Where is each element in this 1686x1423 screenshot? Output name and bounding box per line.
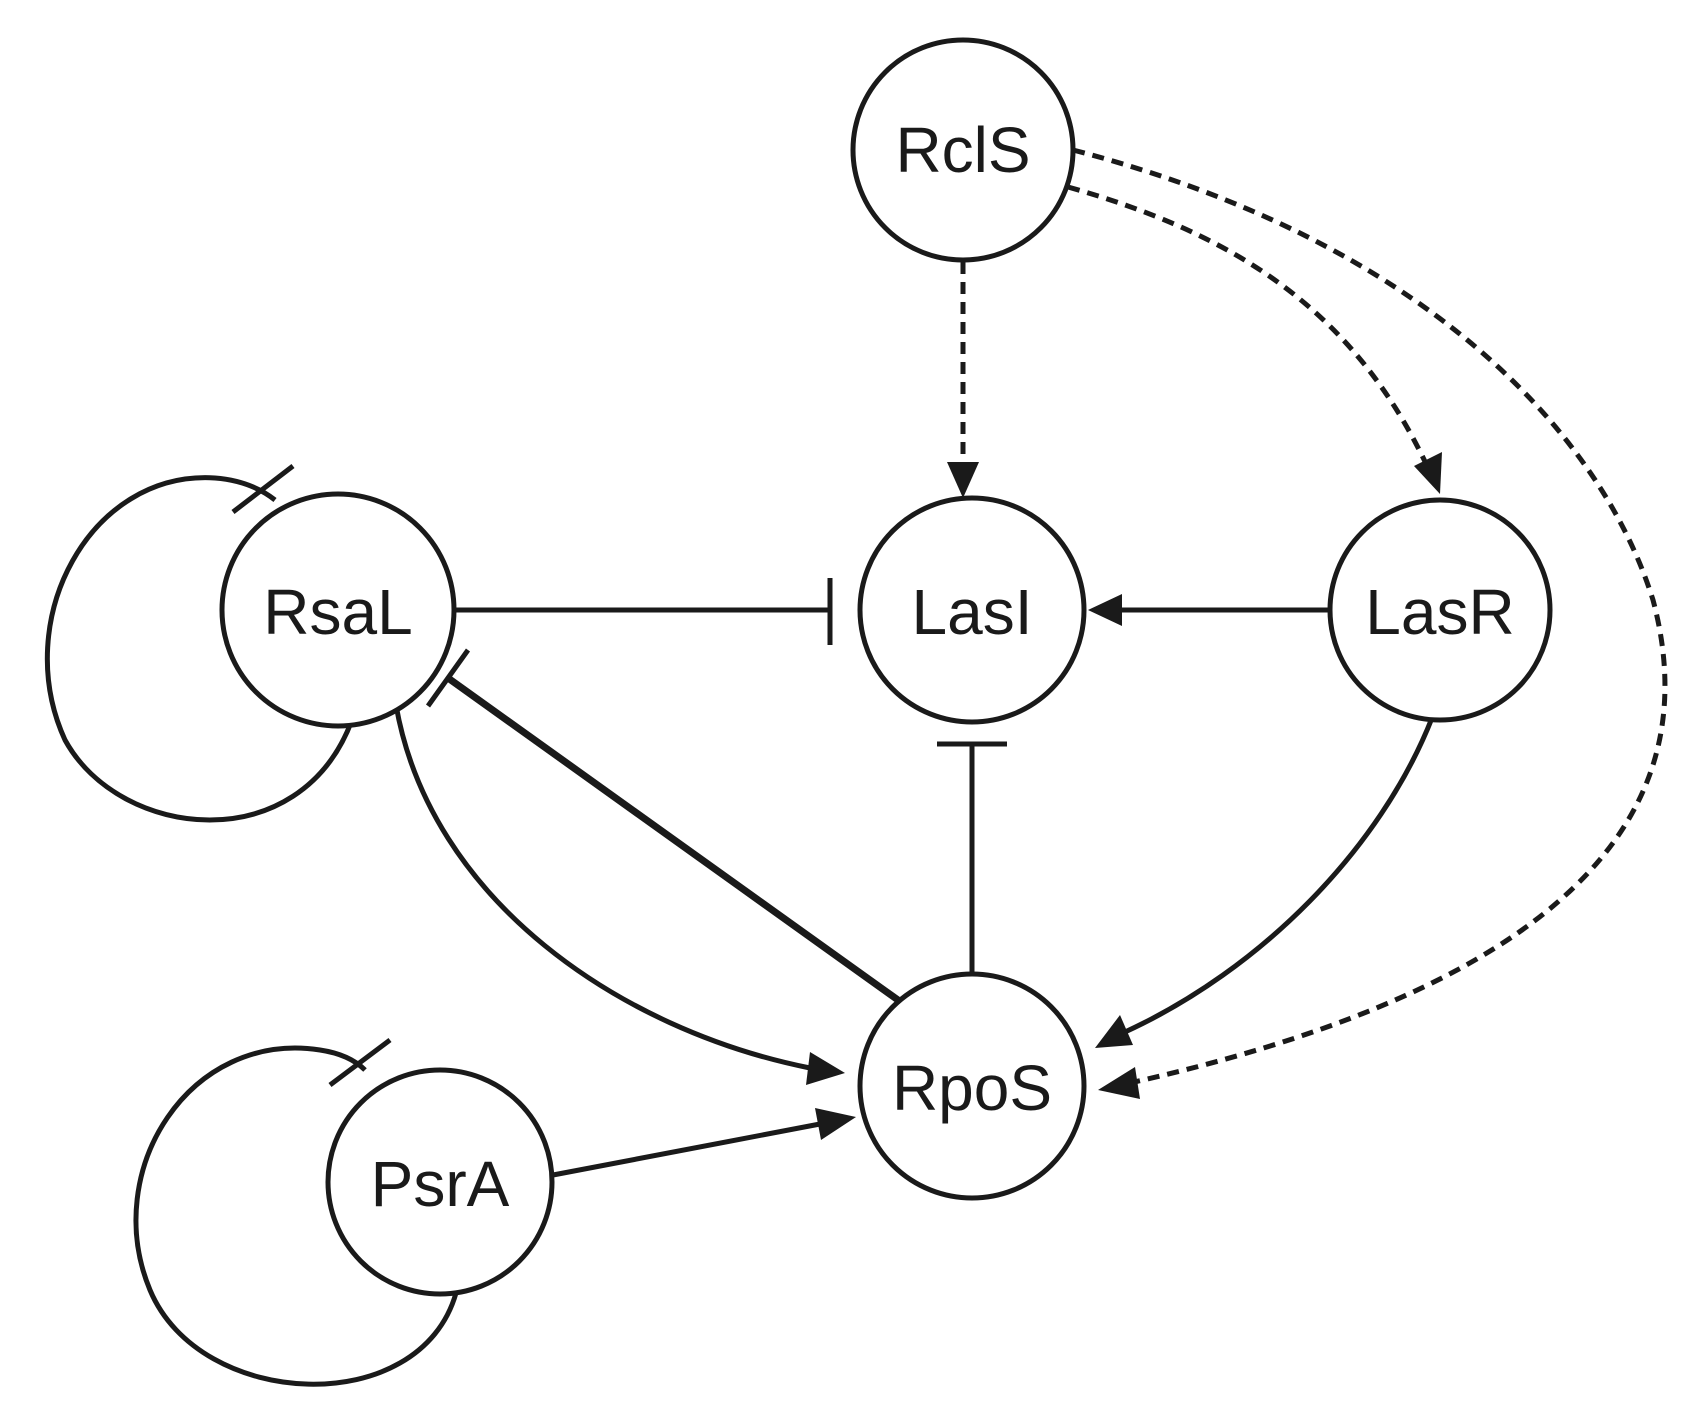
arrowhead-rsal-to-rpos: [806, 1052, 845, 1085]
arrowhead-lasr-to-rpos: [1095, 1015, 1133, 1048]
node-lasr: LasR: [1327, 497, 1553, 723]
edge-rpos-to-rsal: [445, 675, 901, 1003]
arrowhead-rcls-to-rpos: [1098, 1067, 1140, 1099]
arrowhead-rcls-to-lasr: [1414, 452, 1442, 494]
node-label-psra: PsrA: [371, 1148, 510, 1220]
edge-rcls-to-lasr: [1067, 184, 1431, 470]
node-lasi: LasI: [857, 495, 1087, 725]
edge-lasr-to-rpos: [1123, 717, 1435, 1035]
psra-self-repression-loop: [133, 1045, 459, 1387]
node-label-rcls: RclS: [895, 114, 1030, 186]
node-rcls: RclS: [850, 37, 1076, 263]
rsal-self-repression-bar: [231, 464, 295, 514]
arrowhead-lasr-to-lasi: [1088, 594, 1122, 626]
node-label-rpos: RpoS: [892, 1052, 1052, 1124]
psra-self-repression-bar: [328, 1038, 392, 1087]
edge-rcls-to-rpos: [1072, 147, 1668, 1086]
edge-psra-to-rpos: [552, 1121, 821, 1178]
node-psra: PsrA: [325, 1067, 555, 1297]
node-label-lasi: LasI: [912, 576, 1033, 648]
arrowhead-psra-to-rpos: [815, 1108, 856, 1140]
rsal-self-repression-loop: [44, 475, 355, 823]
edge-rsal-to-rpos: [393, 704, 811, 1071]
bar-rpos-to-rsal: [425, 648, 471, 708]
node-rpos: RpoS: [857, 971, 1087, 1201]
node-label-lasr: LasR: [1365, 576, 1514, 648]
arrowhead-rcls-to-lasi: [947, 462, 979, 498]
node-label-rsal: RsaL: [263, 576, 412, 648]
node-rsal: RsaL: [219, 491, 457, 729]
